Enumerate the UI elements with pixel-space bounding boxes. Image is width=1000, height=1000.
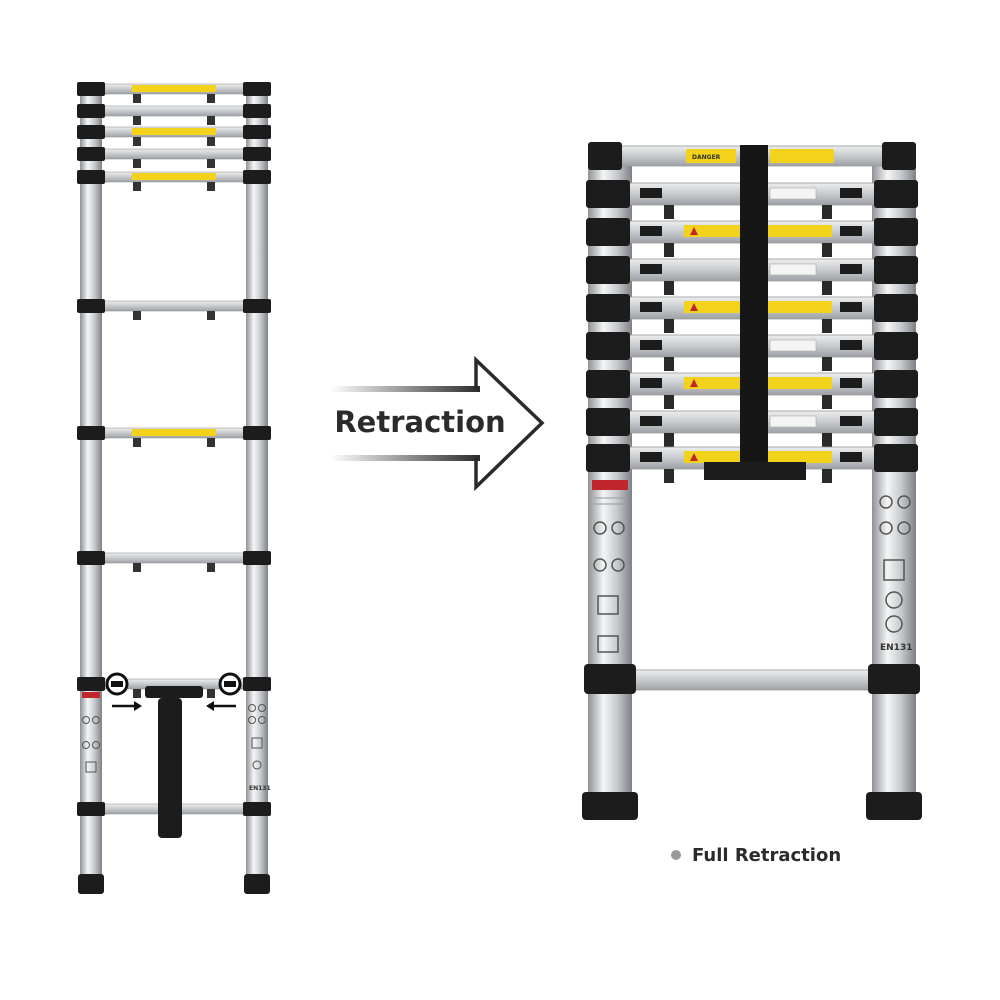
right-foot bbox=[866, 792, 922, 820]
right-rail bbox=[246, 90, 268, 890]
standard-mark: EN131 bbox=[249, 785, 271, 792]
extended-ladder: EN131 bbox=[77, 82, 271, 894]
left-rail bbox=[588, 150, 632, 800]
rung bbox=[77, 147, 271, 168]
bullet-dot bbox=[671, 850, 681, 860]
rung bbox=[77, 82, 271, 103]
extended-strap bbox=[145, 686, 203, 838]
left-foot bbox=[78, 874, 104, 894]
caption-text: Full Retraction bbox=[692, 845, 841, 866]
arrow-right-icon bbox=[112, 701, 142, 711]
rung bbox=[77, 426, 271, 447]
rung bbox=[77, 551, 271, 572]
extended-rungs bbox=[77, 82, 271, 816]
rung bbox=[77, 170, 271, 191]
rung bbox=[77, 299, 271, 320]
retracted-strap bbox=[704, 145, 806, 480]
retracted-ladder: EN131 DANGER bbox=[582, 142, 922, 820]
danger-warning: DANGER bbox=[692, 154, 721, 161]
standard-mark: EN131 bbox=[880, 643, 912, 653]
right-rail-safety-label: EN131 bbox=[248, 704, 271, 792]
left-foot bbox=[582, 792, 638, 820]
rung bbox=[586, 332, 918, 371]
retraction-label: Retraction bbox=[334, 405, 505, 439]
left-rail-safety-label bbox=[592, 480, 628, 653]
right-rail bbox=[872, 150, 916, 800]
rung bbox=[77, 104, 271, 125]
rung bbox=[586, 444, 918, 483]
full-retraction-caption: Full Retraction bbox=[671, 845, 841, 866]
rung bbox=[77, 677, 271, 698]
rung bbox=[77, 125, 271, 146]
bottom-rung bbox=[584, 664, 920, 694]
left-rail-safety-label bbox=[82, 692, 100, 773]
right-foot bbox=[244, 874, 270, 894]
left-rail bbox=[80, 90, 102, 890]
release-buttons bbox=[105, 672, 242, 711]
retraction-arrow: Retraction bbox=[330, 355, 545, 492]
arrow-left-icon bbox=[206, 701, 236, 711]
right-rail-safety-label: EN131 bbox=[879, 495, 912, 653]
